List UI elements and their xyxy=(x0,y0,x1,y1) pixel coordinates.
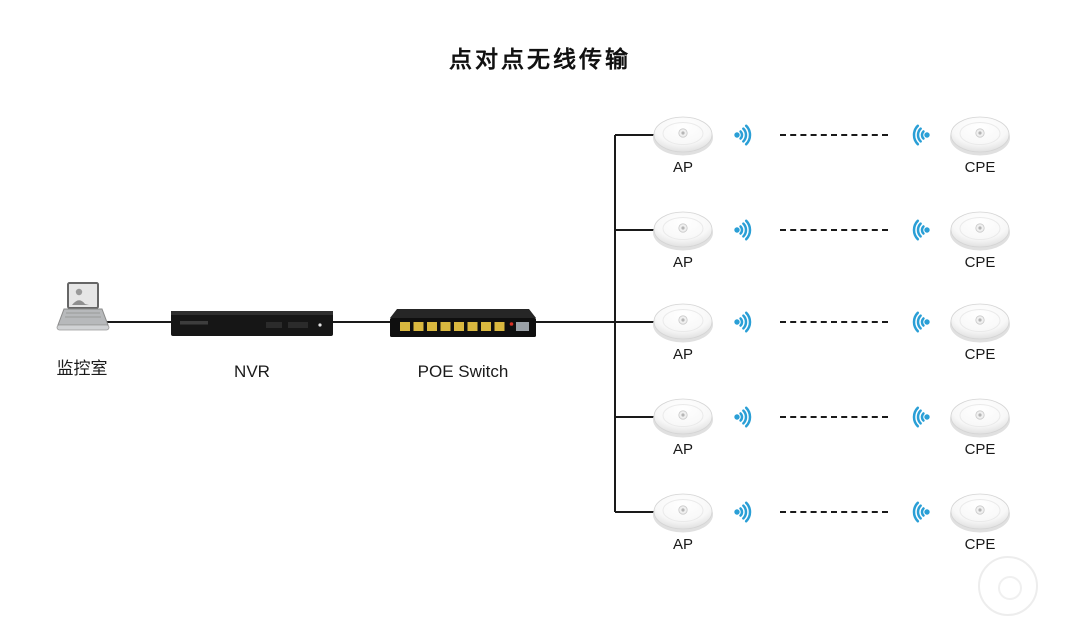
ap-device-icon xyxy=(651,391,715,439)
wifi-signal-left-icon xyxy=(901,119,933,151)
wifi-signal-left-icon xyxy=(901,496,933,528)
wifi-signal-right-icon xyxy=(731,401,763,433)
dashed-wireless-link xyxy=(780,134,888,136)
wifi-signal-left-icon xyxy=(901,401,933,433)
cpe-device-icon xyxy=(948,109,1012,157)
cpe-device-icon xyxy=(948,204,1012,252)
ap-label: AP xyxy=(672,346,693,363)
ap-label: AP xyxy=(672,536,693,553)
ap-label: AP xyxy=(672,254,693,271)
dashed-wireless-link xyxy=(780,416,888,418)
page-title: 点对点无线传输 xyxy=(449,46,631,72)
ap-device-icon xyxy=(651,486,715,534)
ap-label: AP xyxy=(672,159,693,176)
cpe-device-icon xyxy=(948,296,1012,344)
ap-device-icon xyxy=(651,109,715,157)
wifi-signal-left-icon xyxy=(901,214,933,246)
ap-label: AP xyxy=(672,441,693,458)
cpe-label: CPE xyxy=(964,536,996,553)
cpe-label: CPE xyxy=(964,346,996,363)
wireless-link-row: AP CPE xyxy=(0,377,1080,469)
wifi-signal-right-icon xyxy=(731,306,763,338)
wifi-signal-right-icon xyxy=(731,119,763,151)
wireless-link-row: AP CPE xyxy=(0,190,1080,282)
cpe-label: CPE xyxy=(964,441,996,458)
laptop-label: 监控室 xyxy=(56,359,108,378)
wifi-signal-left-icon xyxy=(901,306,933,338)
wifi-signal-right-icon xyxy=(731,214,763,246)
poe-switch-label: POE Switch xyxy=(417,362,509,381)
cpe-label: CPE xyxy=(964,159,996,176)
dashed-wireless-link xyxy=(780,229,888,231)
ap-device-icon xyxy=(651,296,715,344)
wifi-signal-right-icon xyxy=(731,496,763,528)
dashed-wireless-link xyxy=(780,511,888,513)
wireless-link-row: AP CPE xyxy=(0,95,1080,187)
cpe-device-icon xyxy=(948,391,1012,439)
wireless-link-row: AP CPE xyxy=(0,282,1080,374)
wireless-link-row: AP CPE xyxy=(0,472,1080,564)
cpe-device-icon xyxy=(948,486,1012,534)
dashed-wireless-link xyxy=(780,321,888,323)
nvr-label: NVR xyxy=(234,362,270,381)
ap-device-icon xyxy=(651,204,715,252)
cpe-label: CPE xyxy=(964,254,996,271)
watermark-logo xyxy=(978,556,1038,616)
